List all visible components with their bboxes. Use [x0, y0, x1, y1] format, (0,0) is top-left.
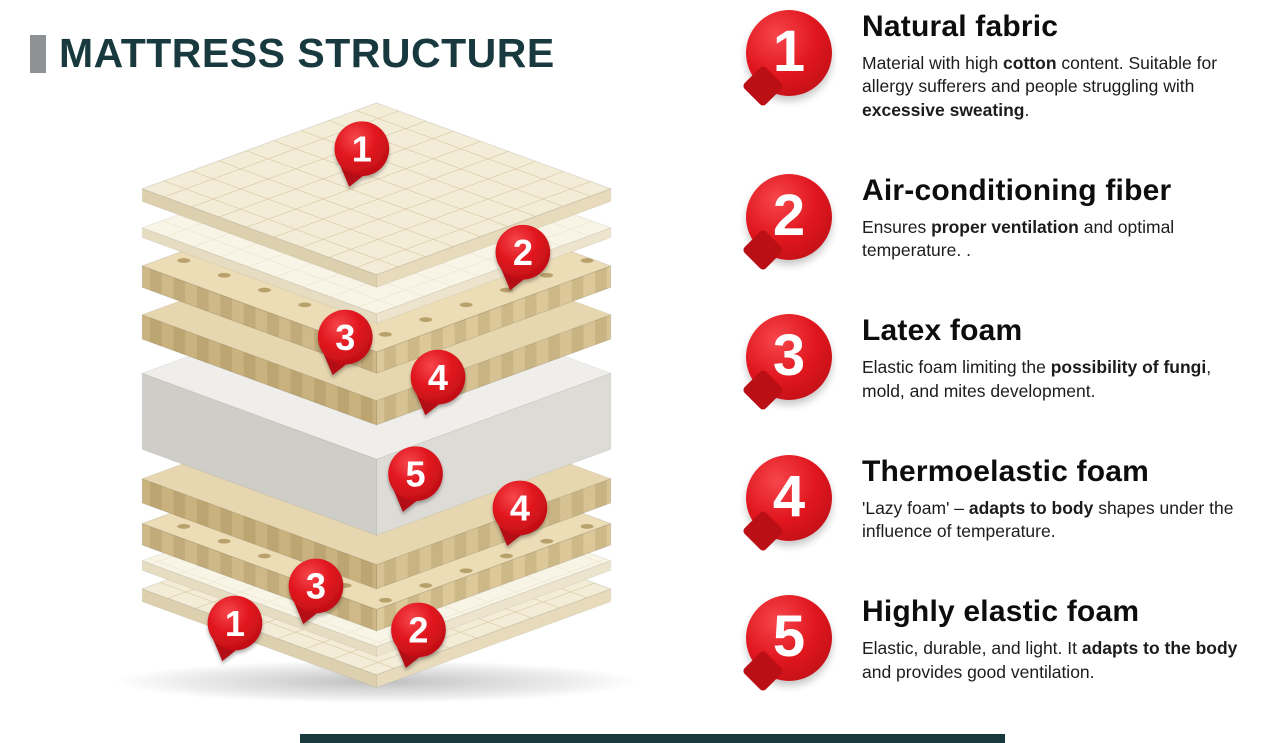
- layer-quilt-top: [140, 102, 613, 289]
- legend-item-title: Latex foam: [862, 314, 1023, 348]
- legend: 1 Natural fabric Material with high cott…: [746, 10, 1270, 684]
- legend-item-title: Air-conditioning fiber: [862, 173, 1172, 207]
- legend-text: Highly elastic foam Elastic, durable, an…: [862, 595, 1250, 684]
- legend-text: Latex foam Elastic foam limiting the pos…: [862, 314, 1250, 403]
- svg-text:1: 1: [225, 603, 245, 644]
- legend-text: Natural fabric Material with high cotton…: [862, 10, 1250, 122]
- legend-item-highly-elastic-foam: 5 Highly elastic foam Elastic, durable, …: [746, 595, 1270, 684]
- pin-number: 3: [772, 323, 806, 389]
- svg-text:1: 1: [352, 128, 372, 169]
- pin-number: 4: [772, 463, 806, 529]
- pin-number: 2: [772, 182, 806, 248]
- diagram-pin-3: 3: [288, 558, 344, 625]
- pin-badge-4: 4: [746, 454, 832, 541]
- svg-text:3: 3: [335, 317, 355, 358]
- legend-item-air-conditioning-fiber: 2 Air-conditioning fiber Ensures proper …: [746, 173, 1270, 263]
- pin-number: 5: [772, 604, 806, 670]
- pin-number: 1: [772, 19, 806, 84]
- pin-badge-5: 5: [746, 595, 832, 682]
- pin-badge-2: 2: [746, 173, 832, 260]
- legend-item-description: 'Lazy foam' – adapts to body shapes unde…: [862, 497, 1234, 542]
- diagram-pin-5: 5: [388, 446, 443, 512]
- diagram-pin-1: 1: [334, 121, 390, 187]
- legend-text: Thermoelastic foam 'Lazy foam' – adapts …: [862, 455, 1250, 544]
- diagram-pins: 1 2 3 4 5 4 3 2 1: [207, 121, 551, 668]
- svg-text:4: 4: [428, 357, 448, 398]
- legend-item-natural-fabric: 1 Natural fabric Material with high cott…: [746, 10, 1270, 122]
- mattress-diagram: 1 2 3 4 5 4 3 2 1: [103, 98, 689, 708]
- diagram-pin-2: 2: [495, 224, 551, 291]
- diagram-pin-1: 1: [207, 595, 263, 662]
- svg-text:2: 2: [408, 610, 428, 651]
- page-title: MATTRESS STRUCTURE: [59, 30, 555, 76]
- legend-item-latex-foam: 3 Latex foam Elastic foam limiting the p…: [746, 314, 1270, 403]
- legend-item-thermoelastic-foam: 4 Thermoelastic foam 'Lazy foam' – adapt…: [746, 454, 1270, 544]
- legend-text: Air-conditioning fiber Ensures proper ve…: [862, 174, 1250, 263]
- mattress-illustration: 1 2 3 4 5 4 3 2 1: [114, 102, 639, 704]
- svg-text:5: 5: [405, 453, 425, 494]
- diagram-pin-4: 4: [492, 480, 548, 546]
- legend-item-description: Ensures proper ventilation and optimal t…: [862, 216, 1175, 261]
- title-marker: [30, 34, 46, 73]
- legend-item-title: Natural fabric: [862, 10, 1059, 43]
- legend-item-description: Elastic foam limiting the possibility of…: [862, 357, 1212, 401]
- diagram-pin-4: 4: [410, 349, 466, 416]
- legend-item-title: Thermoelastic foam: [862, 454, 1150, 488]
- legend-item-title: Highly elastic foam: [862, 595, 1140, 629]
- legend-item-description: Elastic, durable, and light. It adapts t…: [862, 638, 1238, 682]
- bottom-bar: [300, 734, 1005, 743]
- svg-text:3: 3: [306, 566, 326, 607]
- svg-text:2: 2: [513, 232, 533, 273]
- header: MATTRESS STRUCTURE: [30, 30, 555, 77]
- pin-badge-3: 3: [746, 314, 832, 401]
- diagram-pin-3: 3: [317, 309, 373, 376]
- legend-item-description: Material with high cotton content. Suita…: [862, 53, 1218, 120]
- diagram-pin-2: 2: [391, 602, 446, 668]
- svg-text:4: 4: [510, 488, 530, 529]
- pin-badge-1: 1: [746, 10, 832, 96]
